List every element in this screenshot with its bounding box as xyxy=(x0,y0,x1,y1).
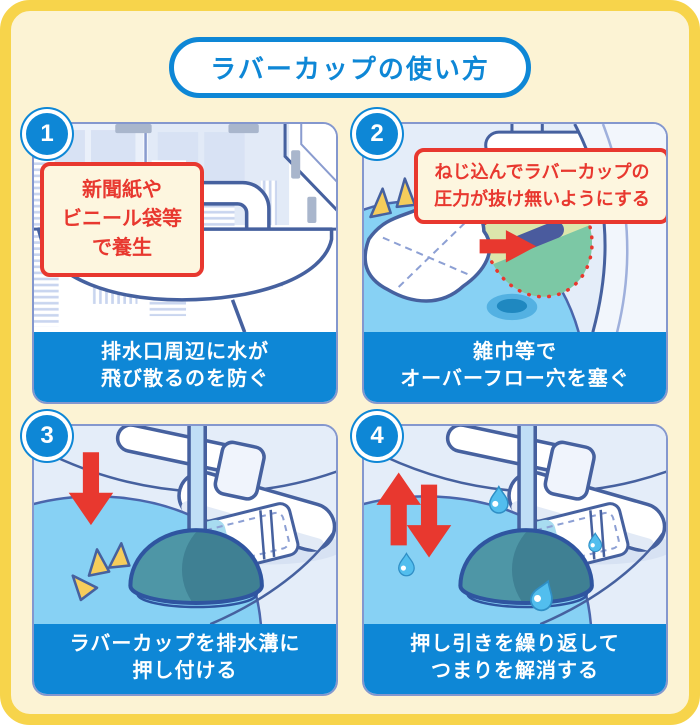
arrow-right-icon xyxy=(479,230,537,263)
note-line: 圧力が抜け無いようにする xyxy=(434,189,650,209)
drain-icon xyxy=(486,293,538,321)
step-2-frame: ねじ込んでラバーカップの 圧力が抜け無いようにする 雑巾等で オーバーフロー穴を… xyxy=(362,122,668,404)
caption-line: ラバーカップを排水溝に xyxy=(69,633,301,656)
tape-tabs xyxy=(115,124,317,224)
step-2-number: 2 xyxy=(370,120,384,147)
note-line: 新聞紙や xyxy=(82,179,162,201)
caption-line: つまりを解消する xyxy=(431,659,599,682)
page-title: ラバーカップの使い方 xyxy=(169,37,531,98)
caption-line: 飛び散るのを防ぐ xyxy=(101,367,269,390)
step-3-illustration xyxy=(34,426,336,625)
arrow-up-down-icon xyxy=(376,472,452,558)
step-4-illustration xyxy=(364,426,666,625)
plunger-illustration xyxy=(128,426,264,609)
step-4-number: 4 xyxy=(370,422,384,449)
caption-line: 押し引きを繰り返して xyxy=(410,633,620,656)
plunger-pump-scene xyxy=(364,426,666,625)
step-2-note: ねじ込んでラバーカップの 圧力が抜け無いようにする xyxy=(414,148,666,224)
step-1-caption: 排水口周辺に水が 飛び散るのを防ぐ xyxy=(34,332,336,402)
note-line: ねじ込んでラバーカップの xyxy=(434,162,650,182)
page-title-text: ラバーカップの使い方 xyxy=(210,54,490,84)
caption-line: オーバーフロー穴を塞ぐ xyxy=(400,367,630,390)
step-2-caption: 雑巾等で オーバーフロー穴を塞ぐ xyxy=(364,332,666,402)
steps-grid: 1 xyxy=(26,113,668,696)
step-1-number: 1 xyxy=(40,120,54,147)
step-3-frame: ラバーカップを排水溝に 押し付ける xyxy=(32,424,338,696)
caption-line: 排水口周辺に水が xyxy=(101,341,269,364)
note-line: ビニール袋等 xyxy=(62,208,182,230)
step-4-frame: 押し引きを繰り返して つまりを解消する xyxy=(362,424,668,696)
step-2-number-badge: 2 xyxy=(356,113,398,155)
step-1-frame: 新聞紙や ビニール袋等 で養生 排水口周辺に水が 飛び散るのを防ぐ xyxy=(32,122,338,404)
step-4-number-badge: 4 xyxy=(356,415,398,457)
note-line: で養生 xyxy=(92,237,152,259)
step-panel-2: 2 xyxy=(356,113,668,404)
step-1-illustration: 新聞紙や ビニール袋等 で養生 xyxy=(34,124,336,333)
caption-line: 雑巾等で xyxy=(473,341,557,364)
water-droplets-icon xyxy=(398,485,603,612)
caption-line: 押し付ける xyxy=(132,659,238,682)
step-3-number-badge: 3 xyxy=(26,415,68,457)
emphasis-sparks-icon xyxy=(71,542,131,602)
step-panel-3: 3 xyxy=(26,415,338,696)
step-3-caption: ラバーカップを排水溝に 押し付ける xyxy=(34,624,336,694)
plunger-press-scene xyxy=(34,426,336,625)
step-1-number-badge: 1 xyxy=(26,113,68,155)
step-panel-1: 1 xyxy=(26,113,338,404)
step-4-caption: 押し引きを繰り返して つまりを解消する xyxy=(364,624,666,694)
step-3-number: 3 xyxy=(40,422,54,449)
arrow-down-icon xyxy=(68,452,114,526)
step-panel-4: 4 xyxy=(356,415,668,696)
step-1-note: 新聞紙や ビニール袋等 で養生 xyxy=(40,162,204,277)
step-2-illustration: ねじ込んでラバーカップの 圧力が抜け無いようにする xyxy=(364,124,666,333)
